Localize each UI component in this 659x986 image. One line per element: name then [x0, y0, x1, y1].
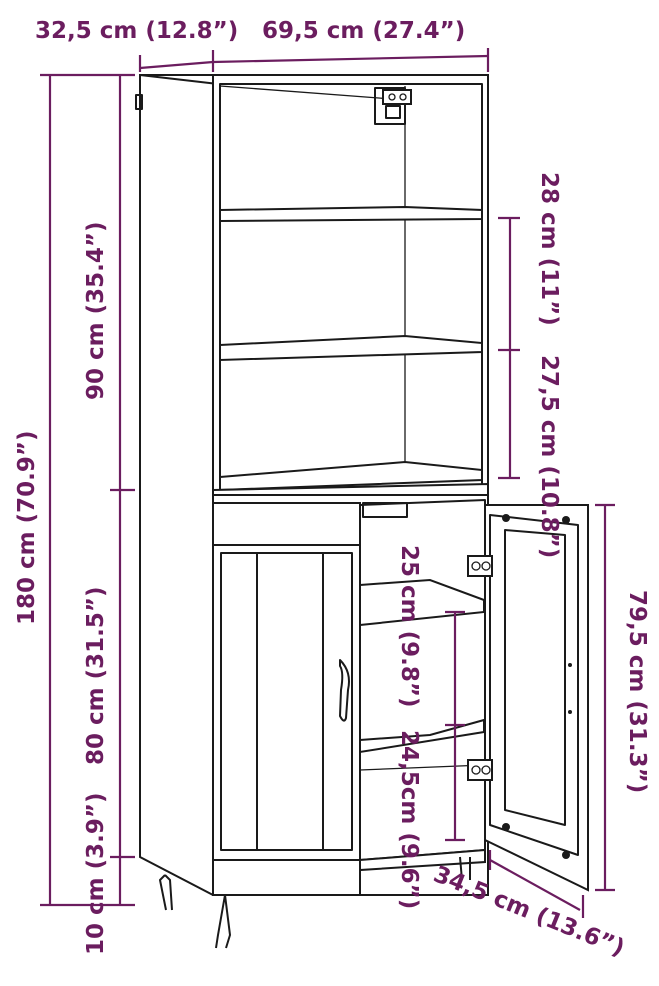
- upper-frame: [212, 74, 489, 496]
- label-door-width: 34,5 cm (13.6”): [430, 861, 628, 961]
- base-plinth: [212, 859, 361, 896]
- label-lower-height: 80 cm (31.5”): [83, 586, 109, 765]
- label-depth-top: 32,5 cm (12.8”): [35, 18, 238, 44]
- right-door-open: [467, 504, 589, 892]
- label-leg-height: 10 cm (3.9”): [83, 792, 109, 955]
- door-hinge-lower: [467, 759, 493, 781]
- cabinet-drawing: [135, 74, 589, 949]
- cabinet-side-panel: [139, 74, 219, 896]
- shelf-1: [219, 205, 483, 223]
- label-width-top: 69,5 cm (27.4”): [262, 18, 465, 44]
- door-handle: [339, 659, 350, 722]
- dimension-lines: [40, 48, 615, 918]
- label-inner-upper-gap: 25 cm (9.8”): [396, 545, 422, 708]
- hinge-bracket: [374, 87, 412, 125]
- label-shelf-mid-gap: 27,5 cm (10.8”): [536, 355, 562, 558]
- shelf-3: [219, 460, 483, 492]
- shelf-2: [219, 334, 483, 362]
- label-inner-lower-gap: 24,5cm (9.6”): [396, 730, 422, 909]
- label-shelf-top-gap: 28 cm (11”): [536, 172, 562, 326]
- label-total-height: 180 cm (70.9”): [14, 430, 40, 625]
- left-door: [212, 544, 361, 861]
- label-upper-height: 90 cm (35.4”): [83, 221, 109, 400]
- legs: [159, 856, 471, 949]
- door-hinge-upper: [467, 555, 493, 577]
- label-door-height: 79,5 cm (31.3”): [624, 590, 650, 793]
